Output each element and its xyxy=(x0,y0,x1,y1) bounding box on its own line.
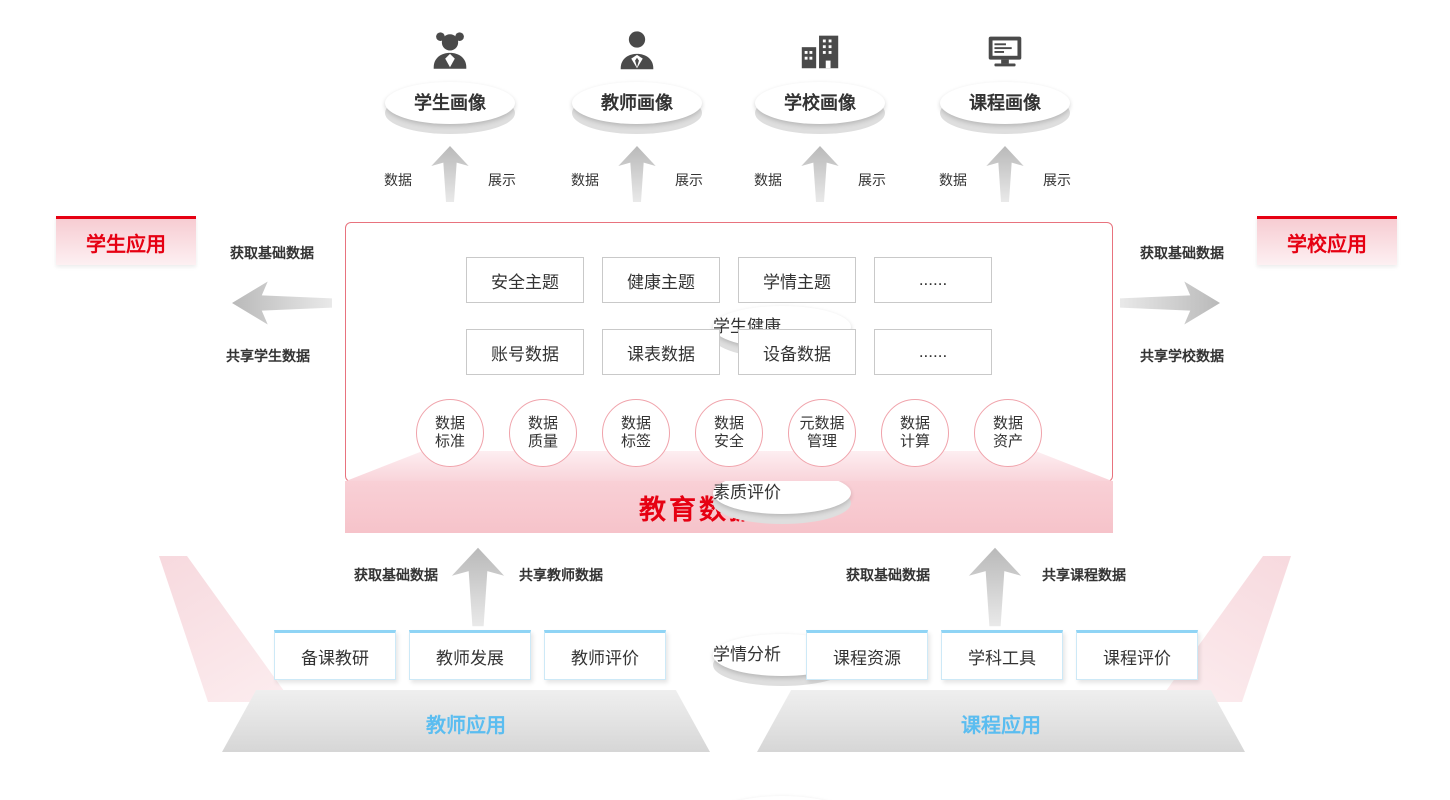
data-row: 账号数据 课表数据 设备数据 ...... xyxy=(346,329,1112,375)
teacher-platform: 教师应用 xyxy=(222,690,710,752)
course-platform-title: 课程应用 xyxy=(961,715,1041,737)
portrait-label: 教师画像 xyxy=(572,82,702,124)
portrait-pedestal: 教师画像 xyxy=(572,82,702,136)
portrait-course: 课程画像 xyxy=(930,24,1080,136)
theme-row: 安全主题 健康主题 学情主题 ...... xyxy=(346,257,1112,303)
right-get-label: 获取基础数据 xyxy=(1140,245,1224,261)
student-icon xyxy=(375,24,525,74)
flow-label-data: 数据 xyxy=(384,172,412,188)
right-arrow xyxy=(1120,281,1220,325)
capability-circle: 元数据管理 xyxy=(788,399,856,467)
left-beam-shape xyxy=(159,556,292,702)
left-arrow xyxy=(232,281,332,325)
portrait-label: 学校画像 xyxy=(755,82,885,124)
up-arrow-teacher xyxy=(618,146,656,202)
data-box-more: ...... xyxy=(874,329,992,375)
up-arrow-course xyxy=(986,146,1024,202)
theme-box: 安全主题 xyxy=(466,257,584,303)
portrait-school: 学校画像 xyxy=(745,24,895,136)
school-icon xyxy=(745,24,895,74)
teacher-items: 备课教研 教师发展 教师评价 xyxy=(274,630,666,680)
capability-circle: 数据标准 xyxy=(416,399,484,467)
capability-circle: 数据资产 xyxy=(974,399,1042,467)
left-panel-title: 学生应用 xyxy=(56,216,196,265)
teacher-icon xyxy=(562,24,712,74)
teacher-platform-title: 教师应用 xyxy=(426,715,506,737)
capability-circle: 数据计算 xyxy=(881,399,949,467)
course-item: 课程评价 xyxy=(1076,630,1198,680)
teacher-item: 教师评价 xyxy=(544,630,666,680)
portrait-pedestal: 课程画像 xyxy=(940,82,1070,136)
flow-label-data: 数据 xyxy=(754,172,782,188)
course-item: 课程资源 xyxy=(806,630,928,680)
theme-box: 健康主题 xyxy=(602,257,720,303)
left-get-label: 获取基础数据 xyxy=(230,245,314,261)
teacher-item: 备课教研 xyxy=(274,630,396,680)
teacher-up-arrow xyxy=(451,547,505,627)
course-get-label: 获取基础数据 xyxy=(846,567,930,583)
flow-label-display: 展示 xyxy=(675,172,703,188)
portrait-label: 课程画像 xyxy=(940,82,1070,124)
flow-label-data: 数据 xyxy=(571,172,599,188)
course-items: 课程资源 学科工具 课程评价 xyxy=(806,630,1198,680)
data-box: 设备数据 xyxy=(738,329,856,375)
capability-circle: 数据标签 xyxy=(602,399,670,467)
course-share-label: 共享课程数据 xyxy=(1042,567,1126,583)
right-beam-shape xyxy=(1158,556,1291,702)
capability-circle: 数据质量 xyxy=(509,399,577,467)
portrait-pedestal: 学生画像 xyxy=(385,82,515,136)
data-box: 课表数据 xyxy=(602,329,720,375)
left-share-label: 共享学生数据 xyxy=(226,348,310,364)
left-panel-item: 学涯规划 xyxy=(713,796,851,800)
data-platform-box: 安全主题 健康主题 学情主题 ...... 账号数据 课表数据 设备数据 ...… xyxy=(345,222,1113,482)
capability-row: 数据标准 数据质量 数据标签 数据安全 元数据管理 数据计算 数据资产 xyxy=(346,399,1112,467)
teacher-share-label: 共享教师数据 xyxy=(519,567,603,583)
portrait-teacher: 教师画像 xyxy=(562,24,712,136)
portrait-label: 学生画像 xyxy=(385,82,515,124)
up-arrow-student xyxy=(431,146,469,202)
data-box: 账号数据 xyxy=(466,329,584,375)
up-arrow-school xyxy=(801,146,839,202)
flow-label-data: 数据 xyxy=(939,172,967,188)
teacher-item: 教师发展 xyxy=(409,630,531,680)
capability-circle: 数据安全 xyxy=(695,399,763,467)
teacher-get-label: 获取基础数据 xyxy=(354,567,438,583)
right-share-label: 共享学校数据 xyxy=(1140,348,1224,364)
right-panel-title: 学校应用 xyxy=(1257,216,1397,265)
flow-label-display: 展示 xyxy=(488,172,516,188)
portrait-pedestal: 学校画像 xyxy=(755,82,885,136)
course-platform: 课程应用 xyxy=(757,690,1245,752)
flow-label-display: 展示 xyxy=(1043,172,1071,188)
course-up-arrow xyxy=(968,547,1022,627)
flow-label-display: 展示 xyxy=(858,172,886,188)
course-item: 学科工具 xyxy=(941,630,1063,680)
portrait-student: 学生画像 xyxy=(375,24,525,136)
theme-box-more: ...... xyxy=(874,257,992,303)
theme-box: 学情主题 xyxy=(738,257,856,303)
course-icon xyxy=(930,24,1080,74)
